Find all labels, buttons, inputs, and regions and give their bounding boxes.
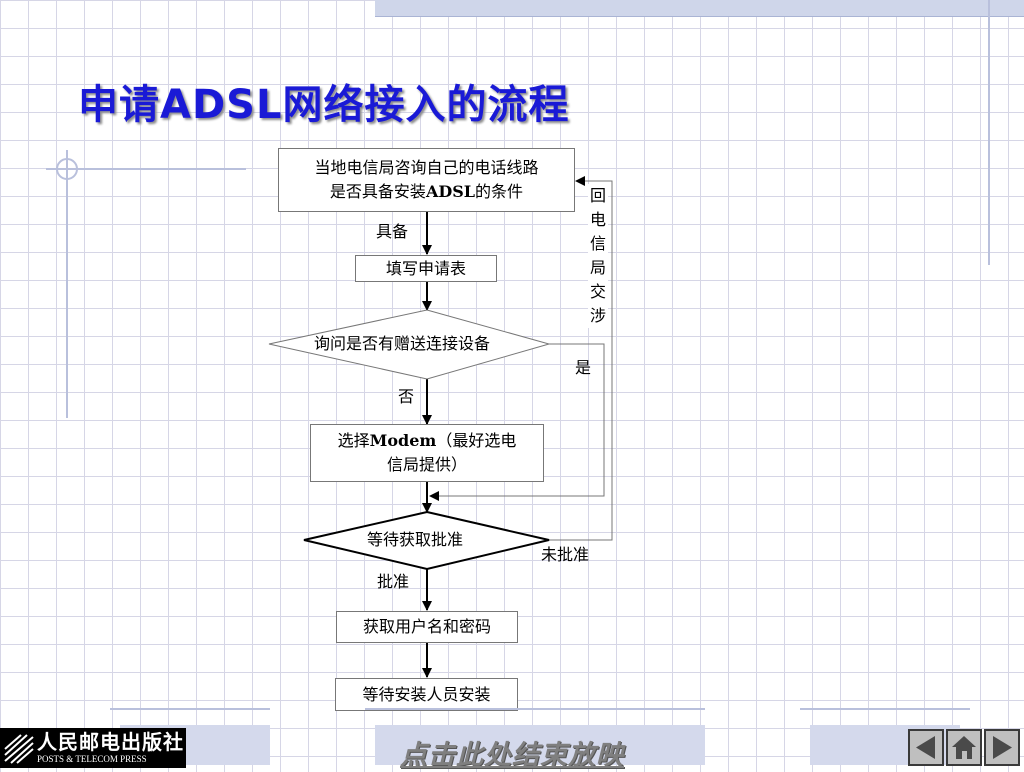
home-icon [952, 736, 976, 759]
label-negotiate: 回电信局交涉 [588, 184, 608, 328]
label-not-approved: 未批准 [541, 545, 590, 564]
home-button[interactable] [946, 729, 982, 766]
bottom-decor-line-1 [110, 708, 270, 710]
right-decor-line [988, 0, 990, 265]
check-line-box: 当地电信局咨询自己的电话线路是否具备安装ADSL的条件 [278, 148, 575, 212]
ask-gift-diamond [268, 309, 551, 380]
fill-form-box: 填写申请表 [355, 255, 497, 282]
label-yes: 是 [575, 358, 592, 377]
end-show-link[interactable]: 点击此处结束放映 [400, 740, 624, 771]
prev-button[interactable] [908, 729, 944, 766]
label-no: 否 [398, 387, 415, 406]
label-approved: 批准 [377, 572, 410, 591]
publisher-emblem-icon [4, 734, 34, 764]
publisher-name-cn: 人民邮电出版社 [37, 730, 184, 754]
choose-modem-text: 选择Modem（最好选电信局提供） [337, 431, 517, 474]
bottom-decor-line-2 [365, 708, 705, 710]
left-decor-line [66, 150, 68, 418]
next-icon [993, 736, 1012, 759]
prev-icon [916, 736, 935, 759]
next-button[interactable] [984, 729, 1020, 766]
slide-title: 申请ADSL网络接入的流程 [78, 82, 570, 128]
decor-ring [56, 158, 78, 180]
publisher-name-en: POSTS & TELECOM PRESS [37, 754, 147, 764]
top-decor-band [375, 0, 1024, 17]
get-account-box: 获取用户名和密码 [336, 611, 518, 643]
publisher-logo: 人民邮电出版社 POSTS & TELECOM PRESS [0, 728, 186, 768]
left-decor-hline [46, 168, 246, 170]
bottom-band-mid [375, 725, 705, 765]
check-line-text: 当地电信局咨询自己的电话线路是否具备安装ADSL的条件 [314, 158, 539, 201]
choose-modem-box: 选择Modem（最好选电信局提供） [310, 424, 544, 482]
wait-install-box: 等待安装人员安装 [335, 678, 518, 711]
ask-gift-text: 询问是否有赠送连接设备 [314, 334, 491, 353]
wait-approval-text: 等待获取批准 [367, 530, 464, 549]
label-qualified: 具备 [376, 222, 409, 241]
wait-approval-diamond [303, 511, 550, 571]
bottom-decor-line-3 [800, 708, 970, 710]
